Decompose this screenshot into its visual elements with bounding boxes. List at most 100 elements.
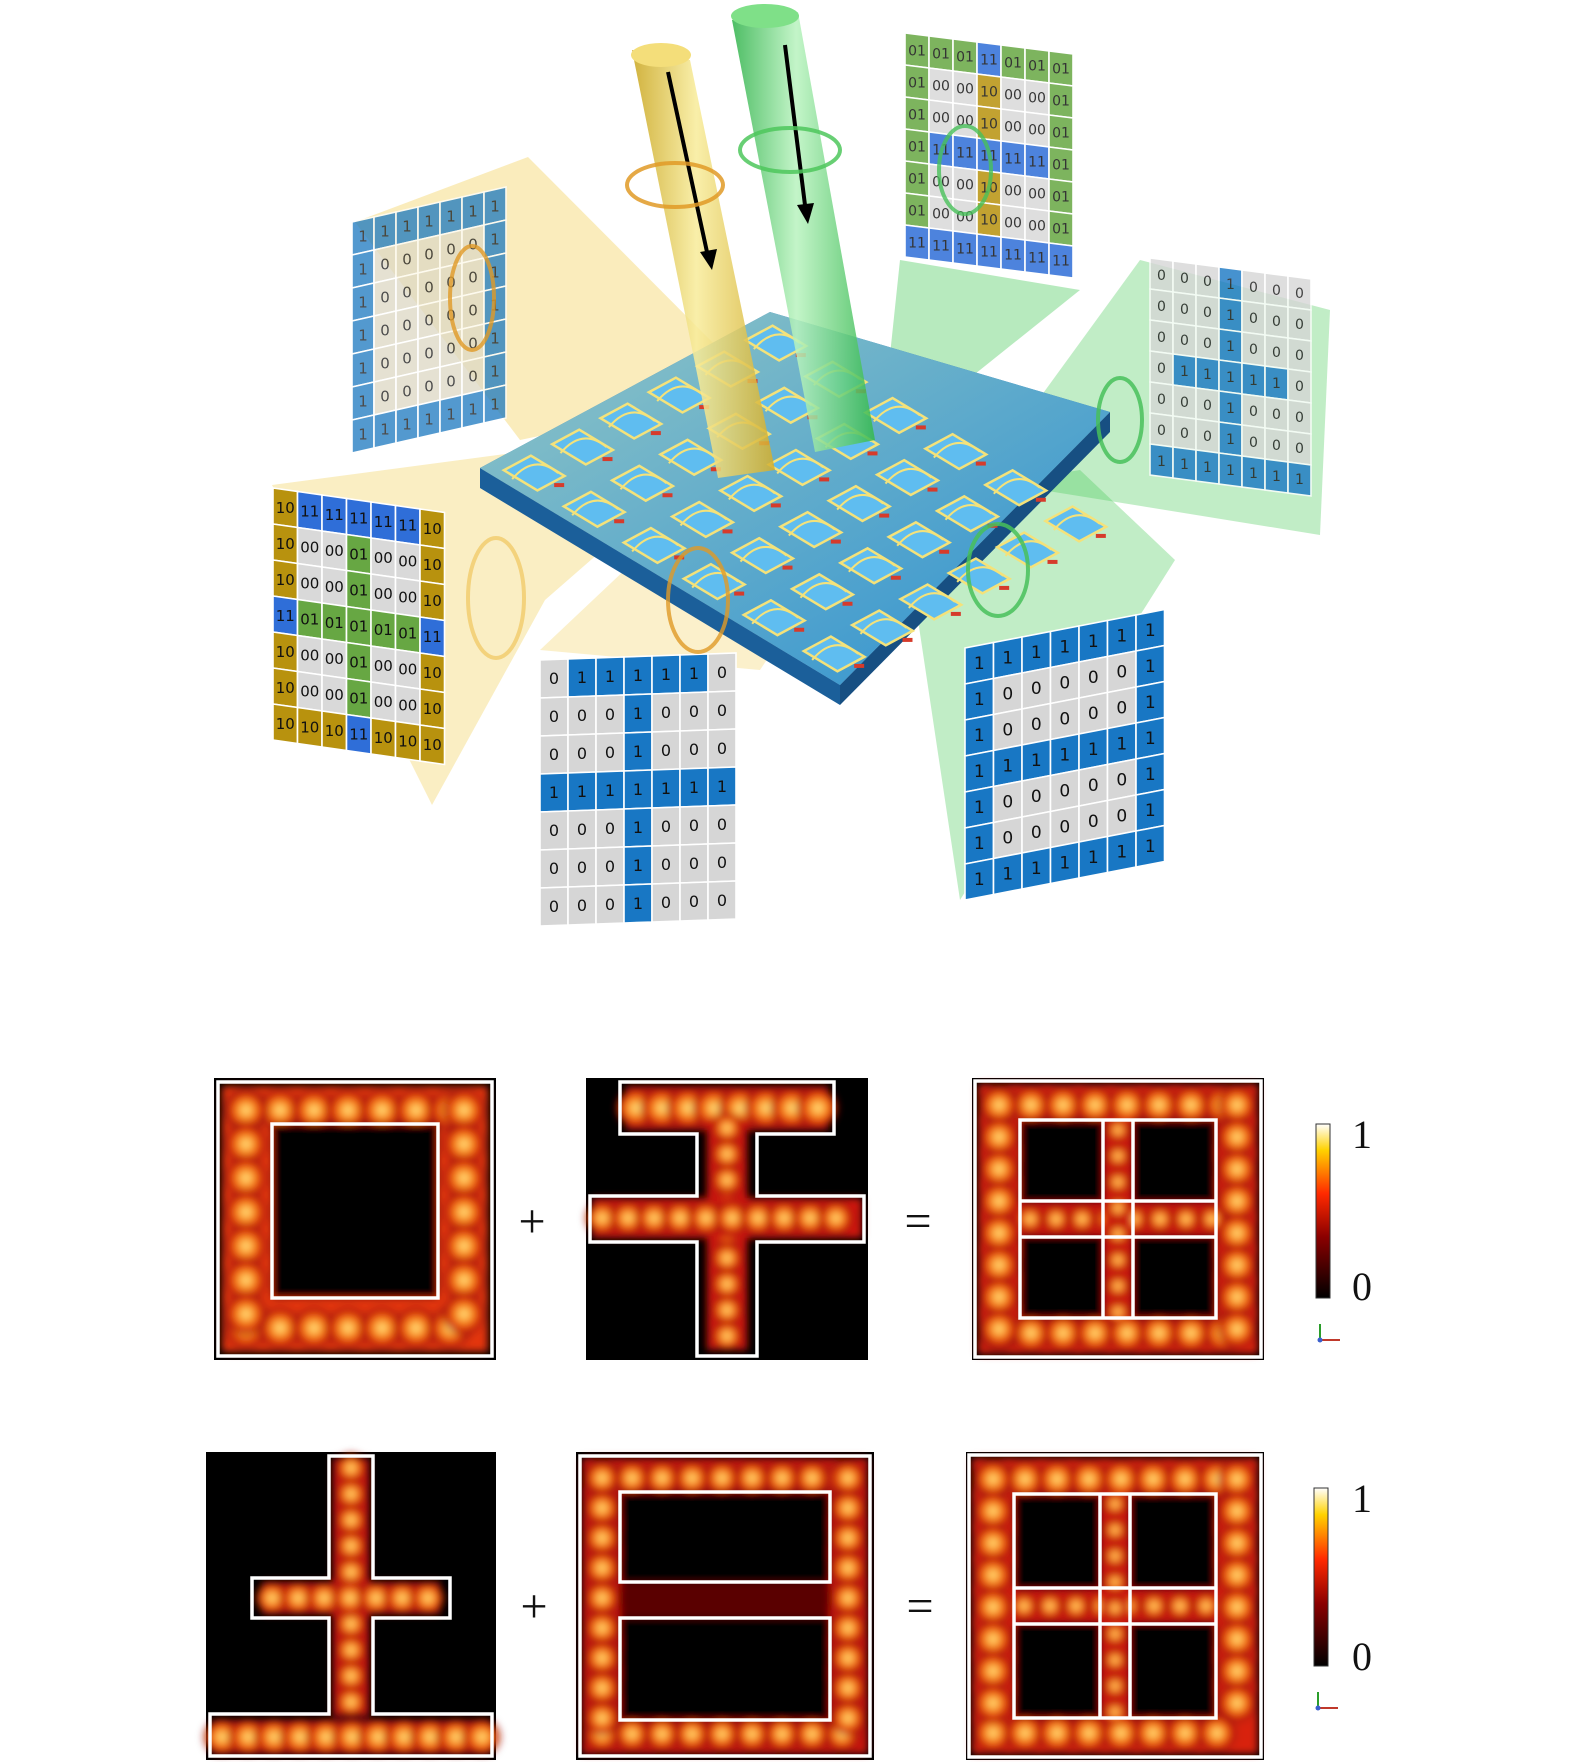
- coding-cell-value: 1: [380, 420, 390, 438]
- coding-cell-value: 0: [1157, 392, 1166, 408]
- coding-cell-value: 1: [1116, 843, 1127, 863]
- meta-atom: [874, 458, 941, 497]
- meta-atom-gap: [867, 451, 878, 456]
- coding-cell-value: 0: [1249, 404, 1258, 420]
- meta-atom: [669, 500, 736, 539]
- coding-cell-value: 1: [661, 665, 671, 684]
- meta-atom: [597, 402, 664, 440]
- meta-atom: [862, 396, 929, 435]
- meta-atom-gap: [1035, 497, 1046, 502]
- coding-cell-value: 0: [577, 858, 587, 877]
- coding-cell-value: 0: [1157, 361, 1166, 377]
- field-map-t-shape: [584, 1078, 868, 1360]
- coding-cell-value: 0: [402, 283, 412, 301]
- meta-atom: [609, 464, 676, 503]
- coding-cell-value: 0: [1272, 345, 1281, 361]
- equals-operator: =: [904, 1195, 931, 1248]
- coding-cell-value: 0: [380, 321, 390, 339]
- coding-cell-value: 1: [1145, 693, 1156, 713]
- coding-cell-value: 11: [1004, 151, 1022, 167]
- coding-cell-value: 01: [1052, 93, 1070, 109]
- green-beam: [731, 4, 875, 452]
- colorbar: 10: [1315, 1112, 1372, 1309]
- colorbar-max-label: 1: [1352, 1112, 1372, 1157]
- meta-atom-gap: [975, 461, 986, 466]
- coding-cell-value: 1: [1145, 765, 1156, 785]
- field-map-grid-ring: [966, 1452, 1264, 1760]
- coding-cell-value: 1: [1226, 463, 1235, 479]
- coding-cell-value: 11: [980, 244, 998, 260]
- coding-cell-value: 00: [956, 177, 974, 193]
- coding-cell-value: 10: [276, 643, 295, 661]
- coding-cell-value: 1: [633, 894, 643, 913]
- coding-cell-value: 10: [374, 729, 393, 747]
- coding-cell-value: 1: [1203, 460, 1212, 476]
- coding-cell-value: 00: [1004, 215, 1022, 231]
- coding-cell-value: 01: [908, 139, 926, 155]
- meta-atom-gap: [854, 663, 865, 668]
- coding-cell-value: 1: [1180, 457, 1189, 473]
- coding-cell-value: 0: [1180, 271, 1189, 287]
- meta-atom-arc: [908, 592, 956, 609]
- field-map-inverted-t: [202, 1452, 502, 1760]
- coding-cell-value: 0: [1059, 818, 1070, 838]
- meta-atom-arc: [739, 546, 788, 563]
- coding-cell-value: 1: [402, 217, 412, 235]
- coding-cell: [1135, 824, 1166, 868]
- coding-cell-value: 0: [717, 701, 727, 720]
- coding-cell-value: 1: [468, 202, 478, 220]
- meta-atom-gap: [1047, 559, 1058, 564]
- meta-atom-arc: [956, 566, 1004, 583]
- coding-cell-value: 0: [380, 354, 390, 372]
- coding-cell-value: 0: [402, 349, 412, 367]
- meta-atom: [766, 448, 833, 487]
- coding-cell-value: 00: [300, 683, 319, 701]
- coding-cell-value: 1: [974, 654, 985, 674]
- coding-cell-value: 0: [1157, 423, 1166, 439]
- coding-cell-value: 0: [549, 707, 559, 726]
- coding-cell-value: 00: [932, 78, 950, 94]
- coding-cell-value: 11: [325, 506, 344, 524]
- coding-cell-value: 1: [1116, 627, 1127, 647]
- coding-cell-value: 11: [1028, 154, 1046, 170]
- coding-cell-value: 0: [1157, 299, 1166, 315]
- coding-cell-value: 0: [424, 311, 434, 329]
- coding-cell-value: 11: [1004, 247, 1022, 263]
- coding-cell-value: 01: [1052, 221, 1070, 237]
- coding-cell-value: 1: [490, 329, 500, 347]
- coding-cell-value: 1: [1295, 472, 1304, 488]
- rotation-arrows: [448, 124, 1144, 660]
- meta-atom-gap: [890, 575, 901, 580]
- coding-cell-value: 0: [1180, 395, 1189, 411]
- coding-cell-value: 1: [402, 415, 412, 433]
- field-map-split-ring: [576, 1452, 874, 1760]
- coding-cell-value: 11: [300, 503, 319, 521]
- coding-cell-value: 0: [577, 896, 587, 915]
- coding-cell-value: 0: [1295, 286, 1304, 302]
- coding-cell-value: 01: [349, 690, 368, 708]
- coding-cell-value: 1: [1088, 740, 1099, 760]
- meta-atom-arc: [1004, 540, 1053, 557]
- equals-operator: =: [906, 1580, 933, 1633]
- meta-atom-gap: [602, 457, 613, 462]
- coding-cell-value: 10: [423, 556, 442, 574]
- coding-cell-value: 0: [605, 705, 615, 724]
- coding-cell-value: 1: [1116, 735, 1127, 755]
- coding-cell-value: 1: [1002, 865, 1013, 885]
- coding-cell: [419, 724, 446, 766]
- meta-atom-gap: [734, 591, 745, 596]
- coding-cell-value: 0: [1295, 379, 1304, 395]
- result-row-2: +=10: [202, 1452, 1372, 1760]
- meta-atom-gap: [650, 431, 661, 436]
- coding-cell-value: 0: [1295, 410, 1304, 426]
- coding-cell-value: 10: [423, 520, 442, 538]
- meta-atom: [922, 432, 989, 471]
- coding-cell-value: 11: [349, 726, 368, 744]
- coding-cell-value: 01: [349, 582, 368, 600]
- meta-atom-gap: [927, 487, 938, 492]
- coding-cell-value: 0: [1059, 674, 1070, 694]
- coding-cell-value: 0: [380, 288, 390, 306]
- coding-cell-value: 0: [1002, 829, 1013, 849]
